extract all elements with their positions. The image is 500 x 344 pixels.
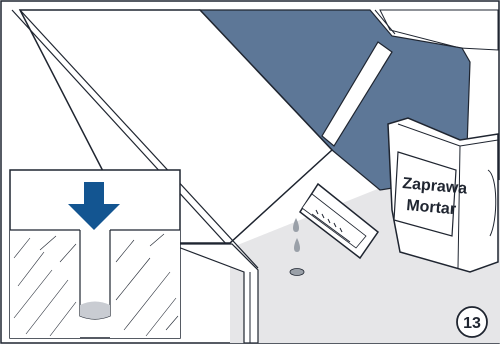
- hole-fill: [80, 302, 110, 320]
- mortar-bag: Zaprawa Mortar: [388, 118, 498, 272]
- inset-detail: [10, 170, 180, 338]
- step-number: 13: [463, 315, 481, 332]
- step-badge: 13: [457, 307, 487, 337]
